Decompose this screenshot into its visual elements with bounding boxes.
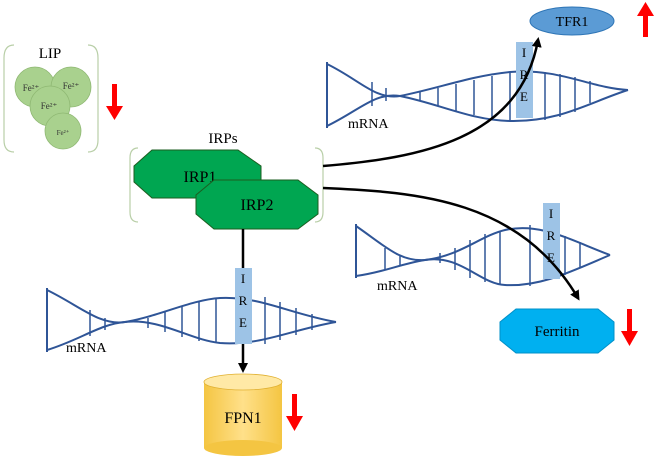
tfr1-label: TFR1 [556,15,589,30]
fe-ion-label: Fe²⁺ [63,81,80,91]
irp-to-tfr1-arrow [322,37,542,168]
mrna-helix-bottom: mRNA [46,288,337,356]
tfr1-node: TFR1 [529,6,615,36]
fe-ion-label: Fe²⁺ [57,129,70,137]
svg-text:R: R [547,228,556,243]
irps-bracket-right [314,147,324,223]
irp2-shape [195,179,319,230]
svg-text:R: R [520,67,529,82]
fpn1-node: FPN1 [203,373,283,456]
svg-text:I: I [522,45,526,60]
lip-bracket-right [87,44,99,153]
ferritin-label: Ferritin [535,324,580,340]
fe-ion-label: Fe²⁺ [41,101,58,111]
mrna-label: mRNA [377,279,418,294]
ire-box-middle: I R E [543,203,560,279]
fe-ion-circle [44,112,82,150]
irp1-label: IRP1 [184,169,217,186]
tfr1-up-arrow-icon [637,2,654,37]
svg-text:R: R [239,293,248,308]
fe-ion-label: Fe²⁺ [23,83,40,93]
irps-label: IRPs [208,131,237,147]
irps-group: IRPs IRP1 IRP2 [129,131,324,230]
fpn1-label: FPN1 [224,410,261,427]
mrna-label: mRNA [348,117,389,132]
ferritin-node: Ferritin [499,308,615,354]
irp-to-ferritin-arrow [322,186,580,301]
ferritin-down-arrow-icon [621,309,638,346]
svg-text:E: E [520,89,528,104]
svg-text:I: I [549,206,553,221]
fpn1-down-arrow-icon [286,394,303,431]
irp2-label: IRP2 [241,197,274,214]
irps-bracket-left [129,147,139,223]
lip-label: LIP [39,46,62,62]
mrna-helix-middle: mRNA [355,224,611,294]
lip-bracket-left [3,44,15,153]
svg-text:E: E [547,250,555,265]
mrna-helix-top: mRNA [326,62,629,132]
ire-box-bottom: I R E [235,268,252,344]
svg-text:E: E [239,315,247,330]
mrna-label: mRNA [66,341,107,356]
lip-down-arrow-icon [106,84,123,120]
lip-group: LIP Fe²⁺ Fe²⁺ Fe²⁺ Fe²⁺ [3,44,99,153]
svg-text:I: I [241,271,245,286]
